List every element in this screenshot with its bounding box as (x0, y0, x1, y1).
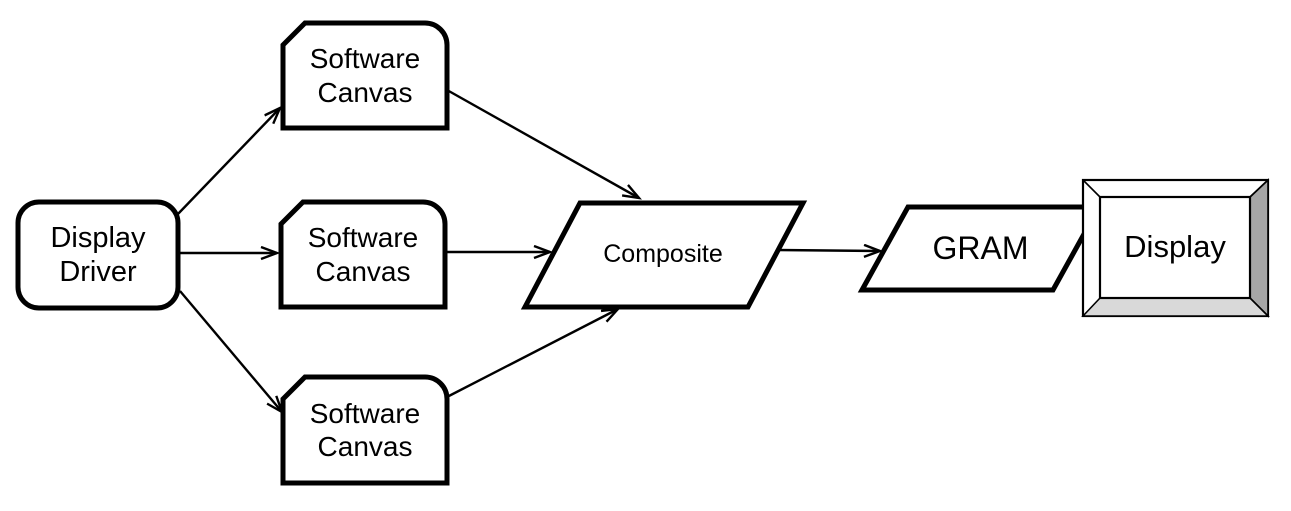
software-canvas-top-shape (280, 20, 450, 131)
monitor-topleft-bevel-line (1082, 179, 1101, 198)
monitor-screen (1098, 195, 1252, 300)
connector-arrows (176, 88, 880, 412)
gram-shape (857, 204, 1104, 293)
arrow-canvas-bottom-to-composite (444, 309, 618, 400)
arrow-composite-to-gram (776, 250, 880, 251)
display-monitor-shape (1081, 178, 1270, 318)
monitor-right-facet (1249, 178, 1269, 318)
software-canvas-middle-shape (278, 199, 448, 310)
software-canvas-bottom-shape (280, 374, 450, 486)
composite-shape (520, 200, 808, 310)
monitor-bottom-facet (1081, 297, 1270, 317)
arrow-driver-to-canvas-top (176, 108, 280, 216)
arrow-driver-to-canvas-bottom (179, 290, 282, 412)
display-driver-shape (15, 199, 181, 311)
monitor-topright-bevel-line (1249, 179, 1269, 198)
arrow-canvas-top-to-composite (446, 88, 639, 198)
